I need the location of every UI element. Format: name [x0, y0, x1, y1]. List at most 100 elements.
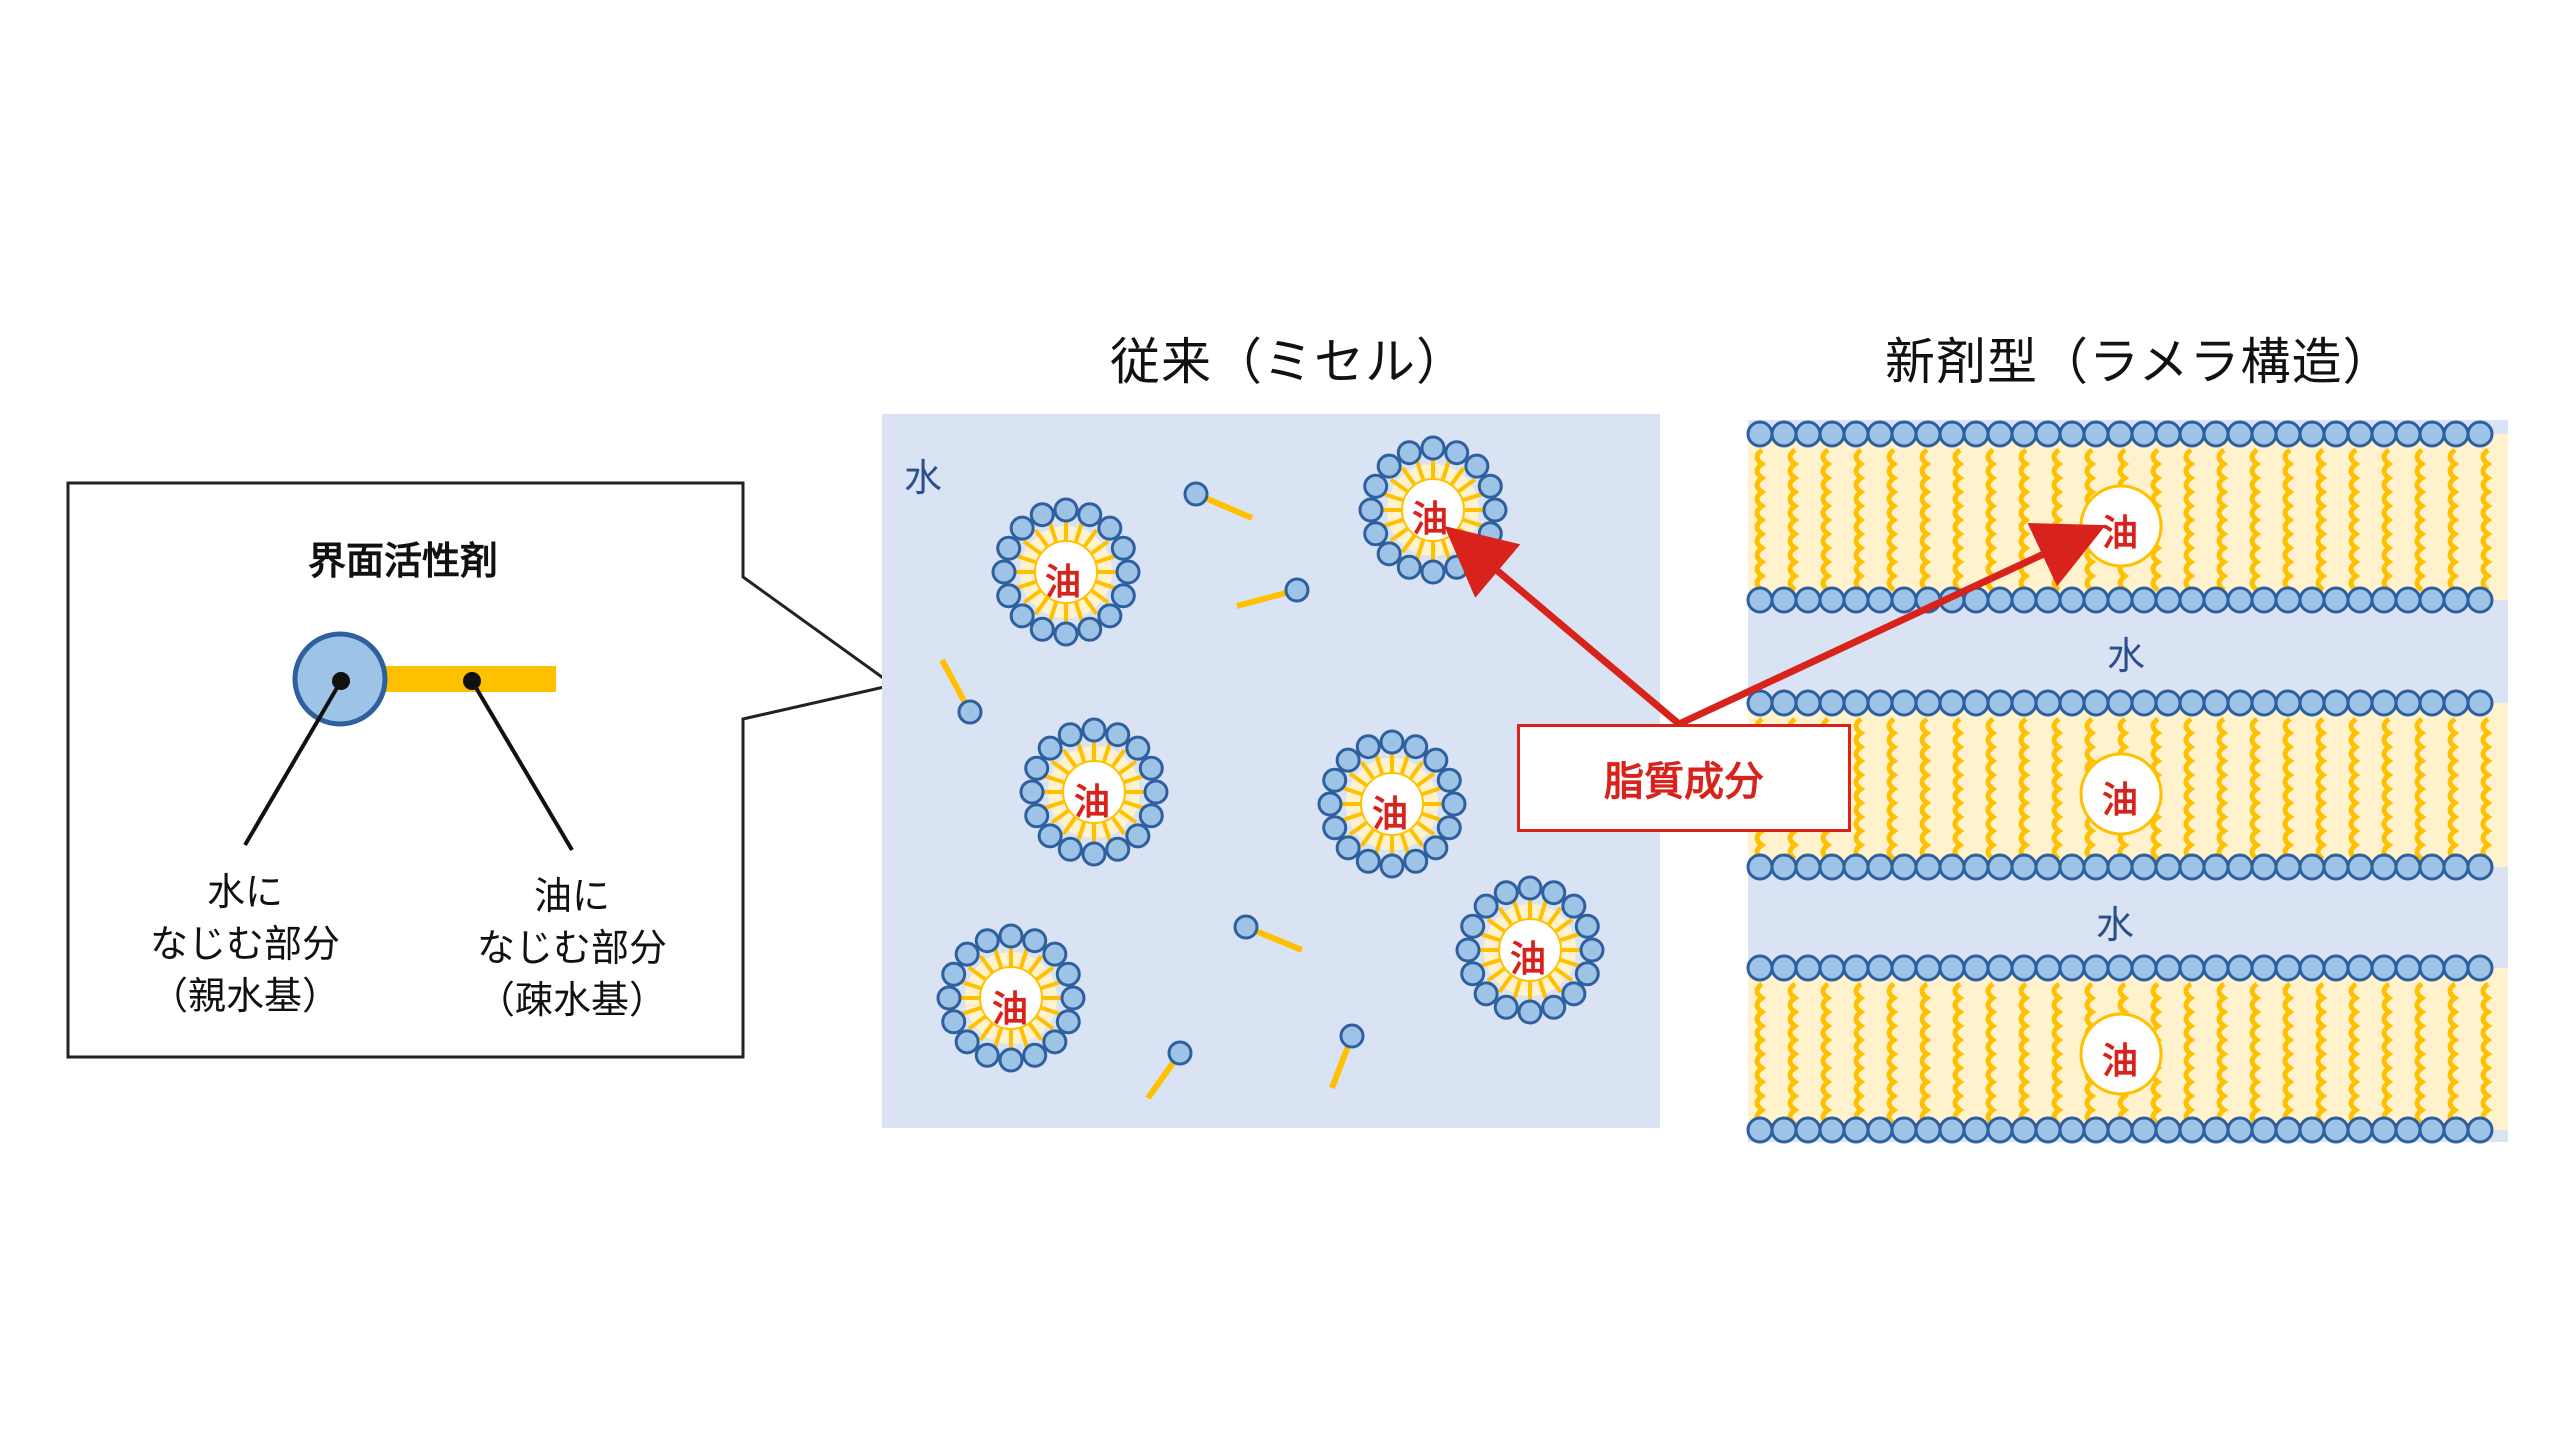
free-surfactant [1329, 1023, 1365, 1090]
bilayer-head [2178, 586, 2206, 614]
bilayer-head [2250, 689, 2278, 717]
micelle [991, 497, 1141, 647]
micelle-head [1493, 994, 1519, 1020]
bilayer-tail [1886, 981, 1899, 1127]
bilayer-tail [2018, 716, 2031, 862]
bilayer-head [2250, 1116, 2278, 1144]
bilayer-tail [2381, 447, 2394, 593]
oil-core [1034, 540, 1098, 604]
bilayer-head [2274, 853, 2302, 881]
micelle-tail [1486, 967, 1506, 983]
micelle-tail [1512, 899, 1523, 921]
micelle-tail [1076, 821, 1087, 843]
bilayer-tail [2051, 981, 2064, 1127]
free-surfactant-head [1183, 481, 1209, 507]
oil-label: 油 [1510, 939, 1547, 980]
bilayer-head [2058, 689, 2086, 717]
micelle-tail [1348, 771, 1368, 787]
bilayer-head [2442, 586, 2470, 614]
hydrophilic-pointer [243, 679, 343, 847]
oil-label: 油 [1372, 794, 1409, 835]
micelle-tail [1101, 741, 1112, 763]
micelle-head [1423, 835, 1449, 861]
micelle-tail [1022, 589, 1042, 605]
hydrophilic-dot [332, 672, 350, 690]
micelle-tail [1022, 539, 1042, 555]
bilayer-head [2106, 586, 2134, 614]
bilayer-tail [1919, 716, 1932, 862]
bilayer-head [1818, 954, 1846, 982]
free-surfactant-head [1233, 914, 1259, 940]
micelle-head [1379, 853, 1405, 879]
micelle-head [1363, 521, 1389, 547]
oil-core [1401, 478, 1465, 542]
micelle-tail [1033, 528, 1049, 548]
bilayer-head [1866, 954, 1894, 982]
bilayer-head [2082, 420, 2110, 448]
bilayer-head [2178, 420, 2206, 448]
micelle-tail [1073, 521, 1084, 543]
micelle-head [1541, 994, 1567, 1020]
bilayer-head [1962, 689, 1990, 717]
bilayer-head [2442, 853, 2470, 881]
bilayer-head [2322, 586, 2350, 614]
micelle-head [1029, 502, 1055, 528]
micelle-head [1037, 823, 1063, 849]
bilayer-tail [1985, 981, 1998, 1127]
bilayer-head [2418, 853, 2446, 881]
bilayer-head [2274, 689, 2302, 717]
micelle-tail [1111, 748, 1127, 768]
micelle-head [1517, 999, 1543, 1025]
bilayer-head [1986, 689, 2014, 717]
bilayer-head [2418, 586, 2446, 614]
micelle-head [1561, 981, 1587, 1007]
bilayer-head [2226, 853, 2254, 881]
bilayer-head [1770, 954, 1798, 982]
bilayer-head [2106, 420, 2134, 448]
micelle-head [1042, 941, 1068, 967]
bilayer-head [2370, 586, 2398, 614]
bilayer-head [1962, 1116, 1990, 1144]
micelle-tail [1028, 1022, 1044, 1042]
free-surfactant [1183, 481, 1254, 521]
bilayer-head [1938, 1116, 1966, 1144]
micelle-tail [1061, 748, 1077, 768]
bilayer-head [2154, 954, 2182, 982]
bilayer-head [2058, 1116, 2086, 1144]
bilayer-head [2370, 853, 2398, 881]
callout-title: 界面活性剤 [308, 539, 499, 583]
bilayer-head [2394, 1116, 2422, 1144]
micelle-head [1081, 717, 1107, 743]
bilayer-head [2130, 1116, 2158, 1144]
bilayer-tail [2348, 981, 2361, 1127]
bilayer-tail [2282, 447, 2295, 593]
micelle-tail [1547, 906, 1563, 926]
oil-core [1498, 918, 1562, 982]
bilayer-head [2154, 853, 2182, 881]
micelle-head [1057, 836, 1083, 862]
micelle-head [1460, 913, 1486, 939]
micelle-tail [960, 980, 982, 991]
bilayer-head [2346, 954, 2374, 982]
bilayer-head [2442, 1116, 2470, 1144]
hydrophilic-label-line2: なじむ部分 [149, 922, 340, 966]
micelle-tail [1457, 477, 1477, 493]
bilayer-head [1866, 853, 1894, 881]
micelle-head [1009, 515, 1035, 541]
micelle-head [1042, 1029, 1068, 1055]
bilayer-head [2466, 689, 2494, 717]
micelle-head [1355, 734, 1381, 760]
micelle-head [1403, 734, 1429, 760]
oil-label: 油 [1412, 499, 1449, 540]
bilayer-head [2010, 1116, 2038, 1144]
bilayer-tail [2348, 716, 2361, 862]
bilayer-tail [1952, 716, 1965, 862]
bilayer-head [2418, 689, 2446, 717]
bilayer-head [1986, 586, 2014, 614]
micelle-tail [1440, 459, 1451, 481]
micelle-tail [1462, 517, 1484, 528]
micelle-head [1125, 823, 1151, 849]
bilayer-head [1962, 853, 1990, 881]
micelle-tail [1048, 601, 1059, 623]
bilayer-head [1842, 689, 1870, 717]
